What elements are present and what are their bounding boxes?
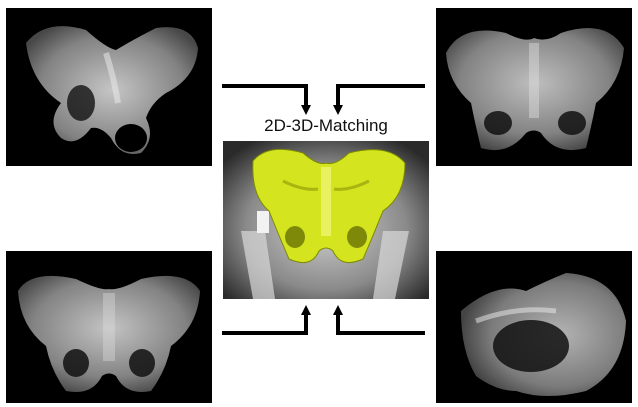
xray-panel-bottom-left — [6, 251, 212, 403]
xray-panel-top-right — [436, 8, 632, 166]
diagram-title: 2D-3D-Matching — [222, 116, 430, 136]
pelvis-3d-model-overlay-icon — [223, 141, 429, 299]
xray-panel-bottom-right — [436, 251, 632, 403]
xray-panel-top-left — [6, 8, 212, 166]
arrow-bottom-left — [222, 310, 306, 333]
arrow-top-right — [338, 86, 425, 110]
pelvis-xray-lateral-icon — [436, 251, 632, 403]
pelvis-xray-ap-icon — [6, 251, 212, 403]
arrow-top-left — [222, 86, 306, 110]
arrow-bottom-right — [338, 310, 425, 333]
matching-result-panel — [223, 141, 429, 299]
pelvis-xray-inlet-icon — [436, 8, 632, 166]
pelvis-xray-oblique-left-icon — [6, 8, 212, 166]
